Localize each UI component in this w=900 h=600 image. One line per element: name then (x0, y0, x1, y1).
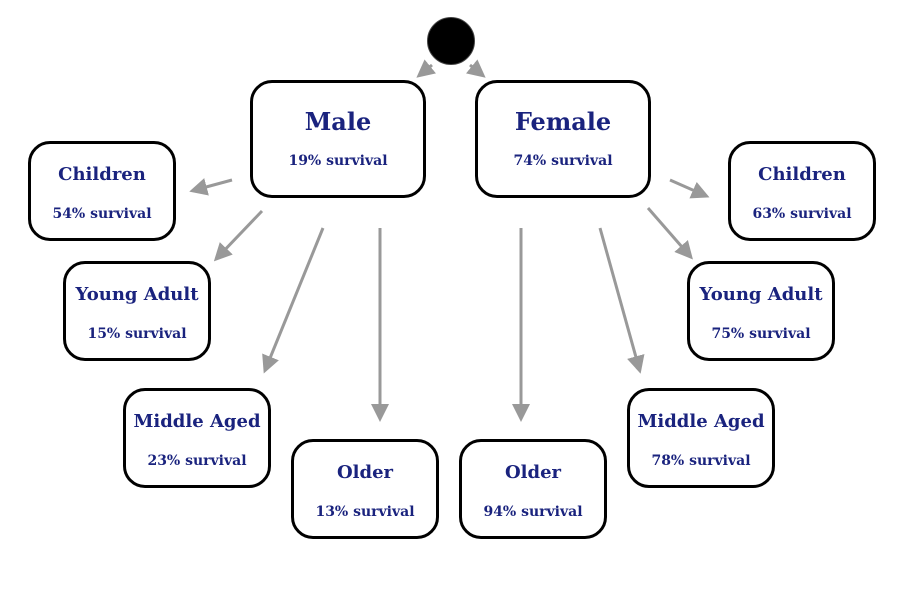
node-male-older: Older 13% survival (291, 439, 439, 539)
arrow-female-to-middle-aged (598, 227, 645, 374)
node-female-middle-aged-survival: 78% survival (651, 453, 751, 469)
node-female-young-adult-survival: 75% survival (711, 326, 811, 342)
node-female-survival: 74% survival (513, 153, 613, 169)
node-female-older-title: Older (504, 462, 562, 483)
arrow-root-to-female (466, 59, 486, 78)
arrow-male-to-children (189, 178, 233, 196)
node-male-middle-aged: Middle Aged 23% survival (123, 388, 271, 488)
node-female-title: Female (514, 107, 612, 136)
node-male-older-title: Older (336, 462, 394, 483)
node-male-middle-aged-title: Middle Aged (133, 411, 261, 432)
node-male-children-title: Children (58, 164, 146, 185)
node-male-young-adult: Young Adult 15% survival (63, 261, 211, 361)
start-node (427, 17, 475, 65)
node-male: Male 19% survival (250, 80, 426, 198)
node-female-older-survival: 94% survival (483, 504, 583, 520)
node-female-young-adult: Young Adult 75% survival (687, 261, 835, 361)
node-male-young-adult-survival: 15% survival (87, 326, 187, 342)
arrow-root-to-male (416, 59, 436, 78)
node-male-title: Male (304, 107, 372, 136)
arrow-male-to-young-adult (213, 209, 264, 262)
node-male-older-survival: 13% survival (315, 504, 415, 520)
arrow-female-to-children (669, 178, 710, 199)
node-female-children: Children 63% survival (728, 141, 876, 241)
node-male-young-adult-title: Young Adult (75, 284, 199, 305)
node-male-survival: 19% survival (288, 153, 388, 169)
arrow-female-to-young-adult (646, 207, 693, 260)
node-male-middle-aged-survival: 23% survival (147, 453, 247, 469)
node-female-middle-aged: Middle Aged 78% survival (627, 388, 775, 488)
node-female-children-title: Children (758, 164, 846, 185)
arrow-male-to-middle-aged (262, 227, 325, 374)
node-male-children-survival: 54% survival (52, 206, 152, 222)
node-female-children-survival: 63% survival (752, 206, 852, 222)
node-female-young-adult-title: Young Adult (699, 284, 823, 305)
node-male-children: Children 54% survival (28, 141, 176, 241)
node-female-older: Older 94% survival (459, 439, 607, 539)
node-female-middle-aged-title: Middle Aged (637, 411, 765, 432)
node-female: Female 74% survival (475, 80, 651, 198)
